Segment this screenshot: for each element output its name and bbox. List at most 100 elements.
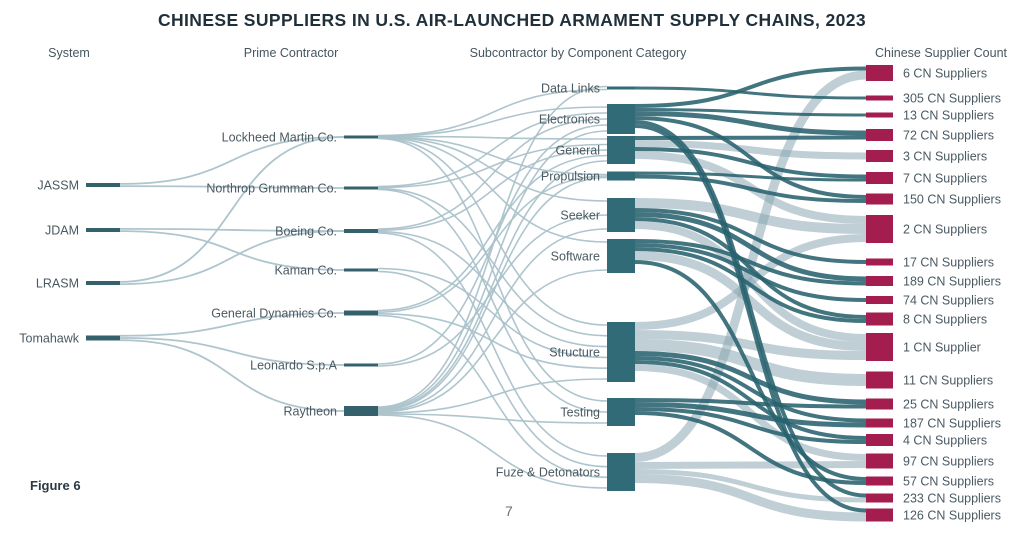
sankey-node-cnt_97 (866, 453, 893, 469)
sankey-node-raytheon (344, 406, 378, 416)
link-category-count (634, 247, 867, 323)
node-label-cnt_126: 126 CN Suppliers (903, 509, 1001, 523)
link-category-count (634, 116, 867, 199)
figure-label: Figure 6 (30, 478, 81, 493)
node-label-cnt_74: 74 CN Suppliers (903, 294, 994, 308)
node-label-cnt_11: 11 CN Suppliers (903, 374, 993, 388)
sankey-node-kaman (344, 268, 378, 272)
link-system-prime (119, 230, 345, 271)
sankey-node-structure (607, 322, 635, 382)
node-label-cnt_25: 25 CN Suppliers (903, 398, 994, 412)
node-label-cnt_187: 187 CN Suppliers (903, 417, 1001, 431)
sankey-node-electronics (607, 104, 635, 134)
sankey-node-testing (607, 398, 635, 426)
sankey-node-propulsion (607, 171, 635, 181)
sankey-node-cnt_57 (866, 476, 893, 486)
link-prime-category (377, 135, 608, 140)
link-category-count (634, 330, 867, 360)
link-prime-category (377, 267, 608, 359)
node-label-cnt_150: 150 CN Suppliers (903, 193, 1001, 207)
link-prime-category (377, 88, 608, 137)
sankey-node-cnt_11 (866, 371, 893, 389)
link-category-count (634, 124, 867, 513)
sankey-node-datalinks (607, 86, 635, 90)
column-header-prime-contractor: Prime Contractor (243, 46, 339, 60)
link-prime-category (377, 232, 608, 457)
column-header-subcontractor: Subcontractor by Component Category (469, 46, 687, 60)
link-system-prime (119, 228, 345, 232)
link-prime-category (377, 414, 608, 489)
link-prime-category (377, 378, 608, 414)
sankey-node-cnt_6 (866, 65, 893, 81)
node-label-cnt_305: 305 CN Suppliers (903, 92, 1001, 106)
link-category-count (634, 108, 867, 117)
sankey-node-leonardo (344, 363, 378, 367)
node-label-propulsion: Propulsion (541, 170, 600, 184)
link-category-count (634, 198, 867, 234)
link-system-prime (119, 339, 345, 412)
link-category-count (634, 260, 867, 481)
sankey-node-seeker (607, 198, 635, 232)
link-prime-category (377, 118, 608, 230)
link-category-count (634, 351, 867, 405)
link-prime-category (377, 149, 608, 232)
node-label-cnt_8: 8 CN Suppliers (903, 313, 987, 327)
link-category-count (634, 239, 867, 286)
node-label-structure: Structure (549, 346, 600, 360)
sankey-node-cnt_13 (866, 112, 893, 118)
sankey-node-northrop (344, 186, 378, 190)
link-category-count (634, 251, 867, 351)
sankey-node-cnt_74 (866, 296, 893, 304)
node-label-lockheed: Lockheed Martin Co. (222, 131, 337, 145)
chart-title: CHINESE SUPPLIERS IN U.S. AIR-LAUNCHED A… (157, 10, 867, 30)
node-label-jdam: JDAM (45, 224, 79, 238)
link-category-count (634, 474, 867, 522)
node-label-general: General (556, 144, 600, 158)
sankey-node-boeing (344, 229, 378, 233)
node-label-software: Software (551, 250, 600, 264)
link-category-count (634, 135, 867, 140)
sankey-node-cnt_72 (866, 129, 893, 141)
column-header-system: System (48, 46, 90, 60)
sankey-node-lockheed (344, 135, 378, 139)
link-category-count (634, 208, 867, 264)
link-category-count (634, 174, 867, 203)
link-prime-category (377, 413, 608, 424)
node-label-cnt_2: 2 CN Suppliers (903, 223, 987, 237)
sankey-node-cnt_1 (866, 333, 893, 361)
link-category-count (634, 66, 867, 108)
link-prime-category (377, 130, 608, 409)
node-label-northrop: Northrop Grumman Co. (206, 182, 337, 196)
node-label-cnt_13: 13 CN Suppliers (903, 109, 994, 123)
link-prime-category (377, 112, 608, 188)
link-prime-category (377, 187, 608, 337)
node-label-lrasm: LRASM (36, 277, 79, 291)
node-label-leonardo: Leonardo S.p.A (250, 359, 338, 373)
sankey-node-general (607, 136, 635, 164)
link-prime-category (377, 160, 608, 410)
link-system-prime (119, 312, 345, 337)
node-label-tomahawk: Tomahawk (19, 332, 79, 346)
link-category-count (634, 411, 867, 485)
sankey-node-cnt_3 (866, 150, 893, 162)
node-label-jassm: JASSM (37, 179, 79, 193)
sankey-node-cnt_189 (866, 276, 893, 286)
link-category-count (634, 407, 867, 444)
node-label-cnt_57: 57 CN Suppliers (903, 475, 994, 489)
node-label-gd: General Dynamics Co. (211, 307, 337, 321)
sankey-node-tomahawk (86, 335, 120, 341)
node-label-fuze: Fuze & Detonators (496, 466, 600, 480)
node-label-cnt_17: 17 CN Suppliers (903, 256, 994, 270)
sankey-node-jdam (86, 228, 120, 232)
link-category-count (634, 147, 867, 179)
link-category-count (634, 398, 867, 409)
link-category-count (634, 339, 867, 386)
link-category-count (634, 360, 867, 440)
link-prime-category (377, 154, 608, 312)
link-prime-category (377, 228, 608, 412)
link-system-prime (119, 136, 345, 283)
link-prime-category (377, 176, 608, 411)
column-header-chinese-supplier-count: Chinese Supplier Count (874, 46, 1008, 60)
link-prime-category (377, 214, 608, 367)
